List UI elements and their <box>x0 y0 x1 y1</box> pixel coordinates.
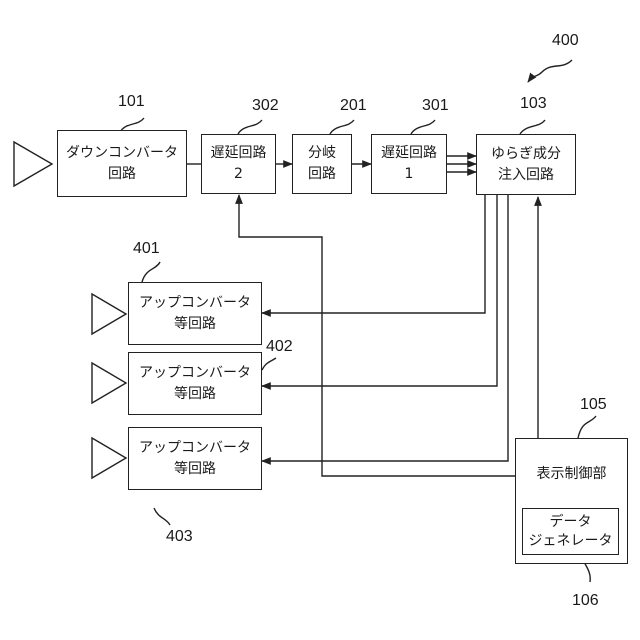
up-converter-403-line2: 等回路 <box>174 459 216 480</box>
data-generator-line1: データ <box>550 513 592 532</box>
up-converter-block-403: アップコンバータ 等回路 <box>128 427 262 490</box>
output-antenna-icon-1 <box>92 294 126 334</box>
ref-403: 403 <box>166 528 193 546</box>
line-103-401 <box>262 195 485 313</box>
line-105-302 <box>239 195 515 476</box>
line-103-402 <box>262 195 497 386</box>
leader-401 <box>142 262 160 282</box>
input-antenna-icon <box>14 142 52 186</box>
display-controller-label: 表示制御部 <box>537 464 607 485</box>
data-generator-block: データ ジェネレータ <box>522 508 619 555</box>
data-generator-line2: ジェネレータ <box>529 532 613 551</box>
fluctuation-injection-block: ゆらぎ成分 注入回路 <box>476 134 576 195</box>
leader-201 <box>330 120 354 134</box>
up-converter-401-line2: 等回路 <box>174 314 216 335</box>
fluctuation-injection-line2: 注入回路 <box>498 165 554 186</box>
ref-402: 402 <box>266 338 293 356</box>
ref-302: 302 <box>252 97 279 115</box>
delay-circuit-1-block: 遅延回路 1 <box>371 134 447 194</box>
ref-401: 401 <box>133 240 160 258</box>
ref-400: 400 <box>552 32 579 50</box>
leader-403 <box>154 508 170 525</box>
line-103-403 <box>262 195 508 461</box>
up-converter-403-line1: アップコンバータ <box>139 438 251 459</box>
down-converter-block: ダウンコンバータ 回路 <box>57 130 187 197</box>
branch-circuit-line1: 分岐 <box>308 143 336 164</box>
up-converter-block-401: アップコンバータ 等回路 <box>128 282 262 345</box>
delay-circuit-1-line1: 遅延回路 <box>381 143 437 164</box>
branch-circuit-block: 分岐 回路 <box>292 134 352 194</box>
up-converter-402-line2: 等回路 <box>174 384 216 405</box>
down-converter-line1: ダウンコンバータ <box>66 143 178 164</box>
leader-301 <box>411 120 435 134</box>
delay-circuit-2-line1: 遅延回路 <box>211 143 267 164</box>
ref-106: 106 <box>572 592 599 610</box>
delay-circuit-2-line2: 2 <box>234 164 243 185</box>
up-converter-402-line1: アップコンバータ <box>139 363 251 384</box>
ref-201: 201 <box>340 97 367 115</box>
output-antenna-icon-2 <box>92 363 126 403</box>
leader-105 <box>578 416 596 438</box>
delay-circuit-2-block: 遅延回路 2 <box>201 134 276 194</box>
leader-302 <box>238 120 262 134</box>
ref-103: 103 <box>520 95 547 113</box>
fluctuation-injection-line1: ゆらぎ成分 <box>491 144 561 165</box>
leader-103 <box>520 120 545 134</box>
up-converter-block-402: アップコンバータ 等回路 <box>128 352 262 415</box>
leader-400 <box>528 60 572 82</box>
leader-402 <box>262 358 276 370</box>
ref-301: 301 <box>422 97 449 115</box>
ref-101: 101 <box>118 93 145 111</box>
ref-105: 105 <box>580 396 607 414</box>
up-converter-401-line1: アップコンバータ <box>139 293 251 314</box>
delay-circuit-1-line2: 1 <box>405 164 414 185</box>
branch-circuit-line2: 回路 <box>308 164 336 185</box>
down-converter-line2: 回路 <box>108 164 136 185</box>
output-antenna-icon-3 <box>92 438 126 478</box>
